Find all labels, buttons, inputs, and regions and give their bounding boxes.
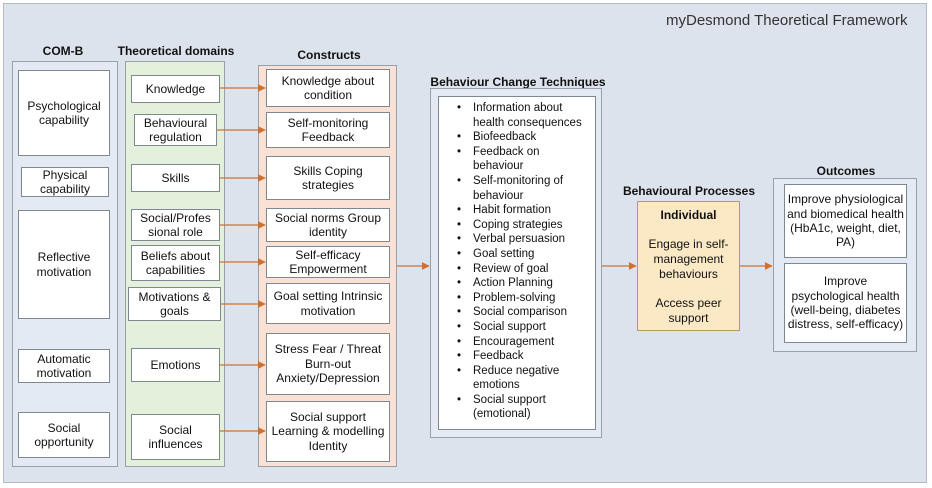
bct-item: Verbal persuasion (457, 232, 589, 247)
outcome-box: Improve physiological and biomedical hea… (784, 184, 907, 258)
domain-box: Behavioural regulation (134, 114, 217, 146)
outcomes-header: Outcomes (816, 164, 876, 178)
diagram-title: myDesmond Theoretical Framework (666, 12, 908, 29)
comb-box: Social opportunity (18, 412, 110, 458)
construct-box: Goal setting Intrinsic motivation (266, 283, 390, 324)
bct-item: Biofeedback (457, 130, 589, 145)
bct-item: Feedback on behaviour (457, 145, 589, 174)
domain-box: Knowledge (131, 75, 220, 103)
domain-box: Motivations & goals (128, 287, 221, 321)
bct-list: Information about health consequences Bi… (438, 96, 596, 430)
comb-box: Automatic motivation (18, 349, 110, 383)
process-box: Individual Engage in self-management beh… (637, 201, 740, 331)
construct-box: Knowledge about condition (266, 69, 390, 107)
bct-item: Action Planning (457, 276, 589, 291)
bct-item: Coping strategies (457, 218, 589, 233)
constructs-header: Constructs (297, 48, 361, 62)
bct-item: Feedback (457, 349, 589, 364)
comb-box: Psychological capability (18, 70, 110, 156)
bct-item: Social support (emotional) (457, 393, 589, 422)
domain-box: Social/Profes sional role (131, 209, 220, 241)
domain-box: Beliefs about capabilities (131, 245, 220, 281)
outcome-box: Improve psychological health (well-being… (784, 263, 907, 343)
bct-item: Review of goal (457, 262, 589, 277)
bct-header: Behaviour Change Techniques (430, 75, 606, 89)
construct-box: Social support Learning & modelling Iden… (266, 401, 390, 462)
bct-item: Goal setting (457, 247, 589, 262)
processes-header: Behavioural Processes (622, 184, 756, 198)
bct-item: Information about health consequences (457, 101, 589, 130)
bct-item: Reduce negative emotions (457, 364, 589, 393)
bct-item: Encouragement (457, 335, 589, 350)
comb-header: COM-B (42, 44, 84, 58)
domain-box: Skills (131, 164, 220, 192)
bct-item: Habit formation (457, 203, 589, 218)
process-heading: Individual (660, 208, 717, 222)
bct-item: Problem-solving (457, 291, 589, 306)
construct-box: Self-monitoring Feedback (266, 112, 390, 148)
domain-box: Emotions (131, 348, 220, 382)
construct-box: Self-efficacy Empowerment (266, 246, 390, 278)
construct-box: Stress Fear / Threat Burn-out Anxiety/De… (266, 333, 390, 395)
bct-item: Social support (457, 320, 589, 335)
domains-header: Theoretical domains (117, 44, 235, 58)
bct-item: Social comparison (457, 305, 589, 320)
bct-item: Self-monitoring of behaviour (457, 174, 589, 203)
domain-box: Social influences (131, 414, 220, 460)
comb-box: Physical capability (21, 167, 109, 197)
process-item: Access peer support (655, 296, 722, 325)
construct-box: Skills Coping strategies (266, 156, 390, 200)
construct-box: Social norms Group identity (266, 208, 390, 242)
process-item: Engage in self-management behaviours (648, 237, 729, 281)
comb-box: Reflective motivation (18, 210, 110, 319)
